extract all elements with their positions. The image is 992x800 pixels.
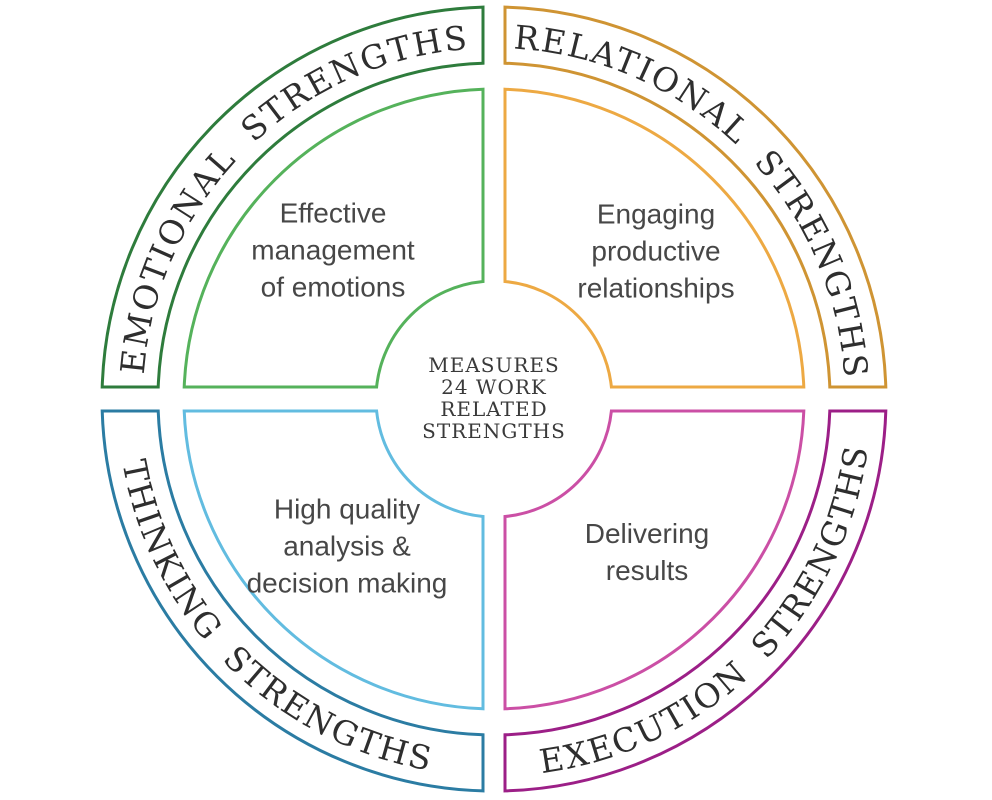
description-line: results (605, 555, 689, 586)
center-label-line: 24 WORK (441, 375, 547, 399)
center-label-line: MEASURES (428, 353, 560, 377)
band-arc-execution (503, 409, 888, 793)
quadrant-area-thinking (182, 409, 485, 711)
center-label-line: STRENGTHS (422, 419, 566, 443)
band-arc-thinking (100, 409, 485, 793)
description-emotional: Effective management of emotions (251, 195, 414, 306)
description-line: productive (591, 235, 721, 267)
description-line: relationships (577, 272, 735, 304)
center-label: MEASURES 24 WORK RELATED STRENGTHS (422, 354, 566, 442)
quadrant-area-execution (503, 409, 806, 711)
description-line: High quality (273, 493, 421, 525)
band-arc-relational (503, 5, 888, 389)
description-line: management (251, 234, 415, 266)
quadrant-area-relational (503, 87, 806, 389)
description-line: analysis & (283, 530, 411, 562)
center-label-line: RELATED (440, 397, 548, 421)
description-relational: Engaging productive relationships (577, 196, 734, 307)
description-line: Engaging (596, 198, 716, 230)
band-arc-emotional (100, 5, 485, 389)
description-line: of emotions (260, 271, 406, 303)
description-line: Delivering (584, 518, 710, 549)
description-thinking: High quality analysis & decision making (247, 491, 448, 602)
quadrant-area-emotional (182, 87, 485, 389)
description-execution: Delivering results (585, 515, 710, 589)
description-line: decision making (246, 567, 448, 599)
description-line: Effective (279, 197, 387, 229)
